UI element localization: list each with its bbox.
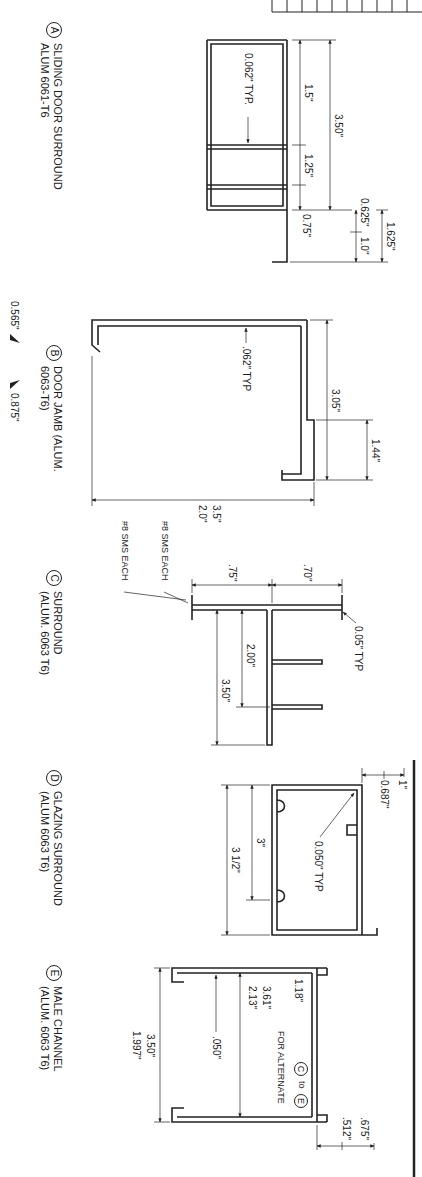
dimension-label: 0.565" bbox=[8, 300, 20, 331]
dimension-label: .050" bbox=[210, 1035, 222, 1060]
profile-caption: SURROUND (ALUM. 6063 T6) bbox=[38, 590, 64, 692]
dimension-line bbox=[330, 40, 331, 210]
dimension-line bbox=[217, 610, 218, 745]
profile-letter: E bbox=[46, 965, 62, 981]
dimension-label: 3" bbox=[254, 837, 266, 848]
leader-line bbox=[216, 975, 217, 1032]
dimension-label: 2.00" bbox=[244, 643, 256, 668]
leader-line bbox=[320, 793, 354, 837]
dimension-label: .75" bbox=[226, 563, 238, 582]
dimension-line bbox=[272, 585, 342, 586]
dimension-label: 3 1/2" bbox=[229, 846, 241, 874]
dimension-label: 2.13" bbox=[246, 985, 258, 1010]
wedge-arrow bbox=[10, 334, 20, 389]
profile-letter: C bbox=[46, 570, 62, 586]
extrusion-profile bbox=[207, 40, 287, 262]
profile-letter: D bbox=[46, 770, 62, 786]
dimension-line bbox=[342, 1142, 343, 1150]
dimension-label: 3.50" bbox=[219, 678, 231, 703]
dimension-label: 2.0" bbox=[196, 504, 208, 523]
dimension-label: 3.50" bbox=[144, 1033, 156, 1058]
extension-line bbox=[154, 968, 374, 1150]
profile-caption: MALE CHANNEL (ALUM. 6063 T6) bbox=[38, 985, 64, 1087]
dimension-line bbox=[252, 785, 253, 900]
dimension-label: 1.25" bbox=[302, 153, 314, 178]
profile-caption: GLAZING SURROUND (ALUM 6063 T6) bbox=[38, 790, 64, 912]
dimension-line bbox=[382, 210, 383, 262]
dimension-line bbox=[356, 210, 357, 262]
profile-letter: C bbox=[294, 1062, 308, 1076]
dimension-line bbox=[192, 585, 272, 586]
profile-letter: E bbox=[294, 1094, 308, 1108]
dimension-line bbox=[242, 610, 243, 707]
dimension-label: 1.997" bbox=[130, 1030, 142, 1061]
leader-line bbox=[343, 612, 356, 623]
note-label: #8 SMS EACH bbox=[119, 520, 130, 582]
extrusion-profile bbox=[92, 320, 314, 480]
dimension-label: .675" bbox=[358, 1116, 370, 1141]
title-block bbox=[272, 0, 422, 12]
extension-line bbox=[290, 40, 388, 262]
dimension-line bbox=[317, 1146, 374, 1147]
leader-line bbox=[248, 117, 249, 143]
leader-line bbox=[246, 328, 247, 343]
profile-caption: SLIDING DOOR SURROUND ALUM 6061-T6 bbox=[38, 42, 64, 209]
dimension-label: .062" TYP bbox=[240, 345, 252, 392]
dimension-label: 0.625" bbox=[358, 197, 370, 228]
sheet-border bbox=[413, 760, 416, 1177]
dimension-label: .70" bbox=[301, 563, 313, 582]
extrusion-profile bbox=[272, 785, 377, 935]
dimension-label: 0.062" TYP. bbox=[242, 52, 254, 106]
dimension-line bbox=[92, 500, 314, 501]
extension-line bbox=[221, 768, 404, 935]
dimension-label: 3.5" bbox=[210, 504, 222, 523]
dimension-label: 0.05" TYP bbox=[352, 625, 364, 672]
dimension-line bbox=[240, 973, 241, 1117]
dimension-line bbox=[227, 785, 228, 935]
dimension-label: 0.875" bbox=[8, 392, 20, 423]
extrusion-profile bbox=[172, 968, 327, 1122]
dimension-label: 1.44" bbox=[369, 438, 381, 463]
extension-line bbox=[192, 579, 342, 745]
dimension-line bbox=[327, 320, 328, 480]
dimension-line bbox=[367, 420, 368, 480]
dimension-line bbox=[300, 40, 301, 210]
dimension-line bbox=[362, 775, 404, 776]
dimension-label: 1.5" bbox=[302, 83, 314, 102]
dimension-label: 0.687" bbox=[378, 779, 390, 810]
dimension-label: 0.050" TYP bbox=[312, 840, 324, 893]
extrusion-profile bbox=[192, 595, 342, 745]
dimension-label: 1.0" bbox=[358, 236, 370, 255]
dimension-line bbox=[160, 968, 161, 1122]
dimension-label: 1.625" bbox=[384, 221, 396, 252]
note-label: FOR ALTERNATE bbox=[275, 1030, 286, 1105]
leader-line bbox=[124, 592, 188, 603]
dimension-label: .512" bbox=[340, 1116, 352, 1141]
profile-caption: DOOR JAMB (ALUM. 6063-T6) bbox=[38, 365, 64, 477]
dimension-label: 3.50" bbox=[332, 113, 344, 138]
dimension-label: 0.75" bbox=[300, 213, 312, 238]
dimension-label: 3.61" bbox=[260, 985, 272, 1010]
dimension-label: 3.05" bbox=[329, 388, 341, 413]
dimension-line bbox=[384, 771, 385, 779]
profile-letter: A bbox=[46, 22, 62, 38]
extension-line bbox=[92, 320, 373, 506]
note-label: #8 SMS EACH bbox=[159, 520, 170, 582]
dimension-label: 1" bbox=[396, 779, 408, 790]
note-label: to bbox=[296, 1080, 307, 1090]
profile-letter: B bbox=[46, 345, 62, 361]
dimension-label: 1.18" bbox=[292, 978, 304, 1003]
